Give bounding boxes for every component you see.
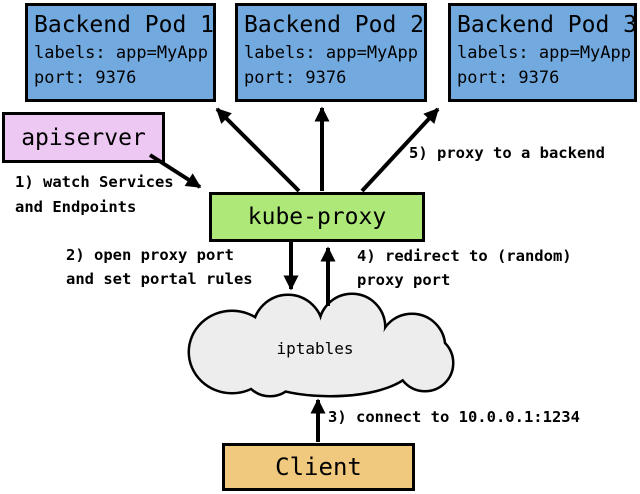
step4-redirect-label: 4) redirect to (random) proxy port [357, 247, 572, 289]
backend-pod-2-box: Backend Pod 2 labels: app=MyApp port: 93… [235, 3, 427, 102]
step5-proxy-backend-label: 5) proxy to a backend [409, 144, 605, 162]
kube-proxy-box: kube-proxy [209, 192, 425, 242]
backend-pod-3-title: Backend Pod 3 [457, 12, 638, 38]
client-label: Client [275, 453, 362, 481]
backend-pod-1-port: port: 9376 [34, 68, 137, 88]
backend-pod-2-port: port: 9376 [244, 68, 347, 88]
backend-pod-3-port: port: 9376 [457, 68, 560, 88]
kube-proxy-label: kube-proxy [247, 204, 387, 230]
step1-watch-services-label: 1) watch Services and Endpoints [15, 173, 174, 216]
iptables-label: iptables [276, 339, 353, 358]
backend-pod-1-labels: labels: app=MyApp [34, 43, 208, 63]
backend-pod-3-box: Backend Pod 3 labels: app=MyApp port: 93… [448, 3, 637, 102]
backend-pod-1-title: Backend Pod 1 [34, 12, 215, 38]
backend-pod-2-title: Backend Pod 2 [244, 12, 425, 38]
backend-pod-1-box: Backend Pod 1 labels: app=MyApp port: 93… [25, 3, 216, 102]
apiserver-label: apiserver [21, 124, 146, 151]
arrow-kube-proxy-to-pod1 [215, 107, 301, 193]
step3-connect-label: 3) connect to 10.0.0.1:1234 [328, 408, 580, 426]
iptables-cloud: iptables [187, 292, 455, 398]
apiserver-box: apiserver [2, 112, 165, 163]
backend-pod-3-labels: labels: app=MyApp [457, 43, 631, 63]
client-box: Client [222, 443, 415, 491]
backend-pod-2-labels: labels: app=MyApp [244, 43, 418, 63]
step2-open-proxy-port-label: 2) open proxy port and set portal rules [66, 246, 253, 288]
